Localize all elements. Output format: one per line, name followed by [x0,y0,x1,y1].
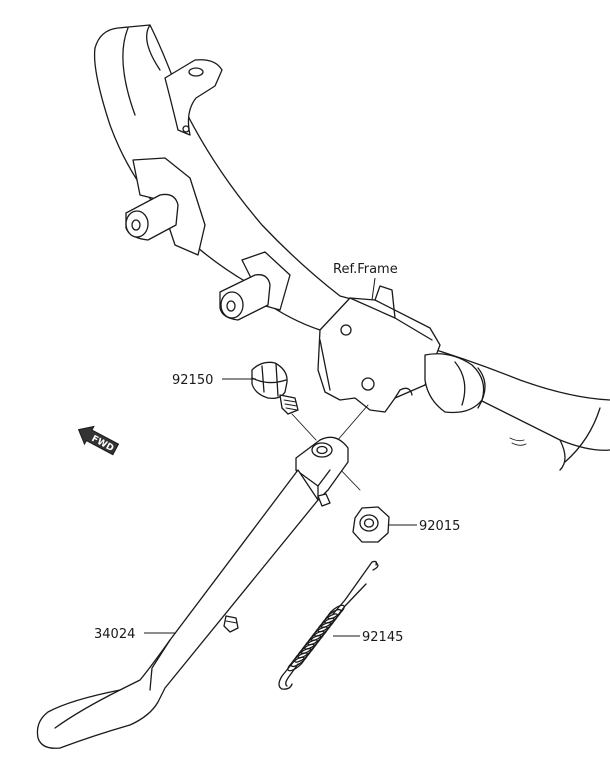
fwd-arrow-icon: FWD [77,425,120,456]
part-number-34024: 34024 [94,627,135,642]
spring-coil [313,621,332,637]
part-number-92145: 92145 [362,630,403,645]
spring-coil [327,604,345,620]
spring-coil [290,652,309,668]
part-number-92150: 92150 [172,373,213,388]
spring-coil [297,643,315,659]
part-number-92015: 92015 [419,519,460,534]
spring-coil [293,647,312,663]
spring-92145 [278,560,379,690]
spring-coil [307,630,325,646]
callout-34024: 34024 [94,627,176,642]
callout-92150: 92150 [172,373,256,388]
spring-coil [317,617,335,633]
spring-coil [303,634,322,650]
side-stand-34024 [36,436,349,749]
callout-92145: 92145 [333,630,403,645]
nut-92015 [352,506,390,543]
bolt-92150 [251,361,299,415]
ref-frame-label: Ref.Frame [333,262,398,277]
frame [93,24,610,471]
spring-coil [323,608,342,624]
spring-coil [320,613,339,629]
ref-frame-callout: Ref.Frame [333,262,398,301]
callout-92015: 92015 [389,519,460,534]
spring-coil [300,639,319,655]
spring-coil [310,626,329,642]
